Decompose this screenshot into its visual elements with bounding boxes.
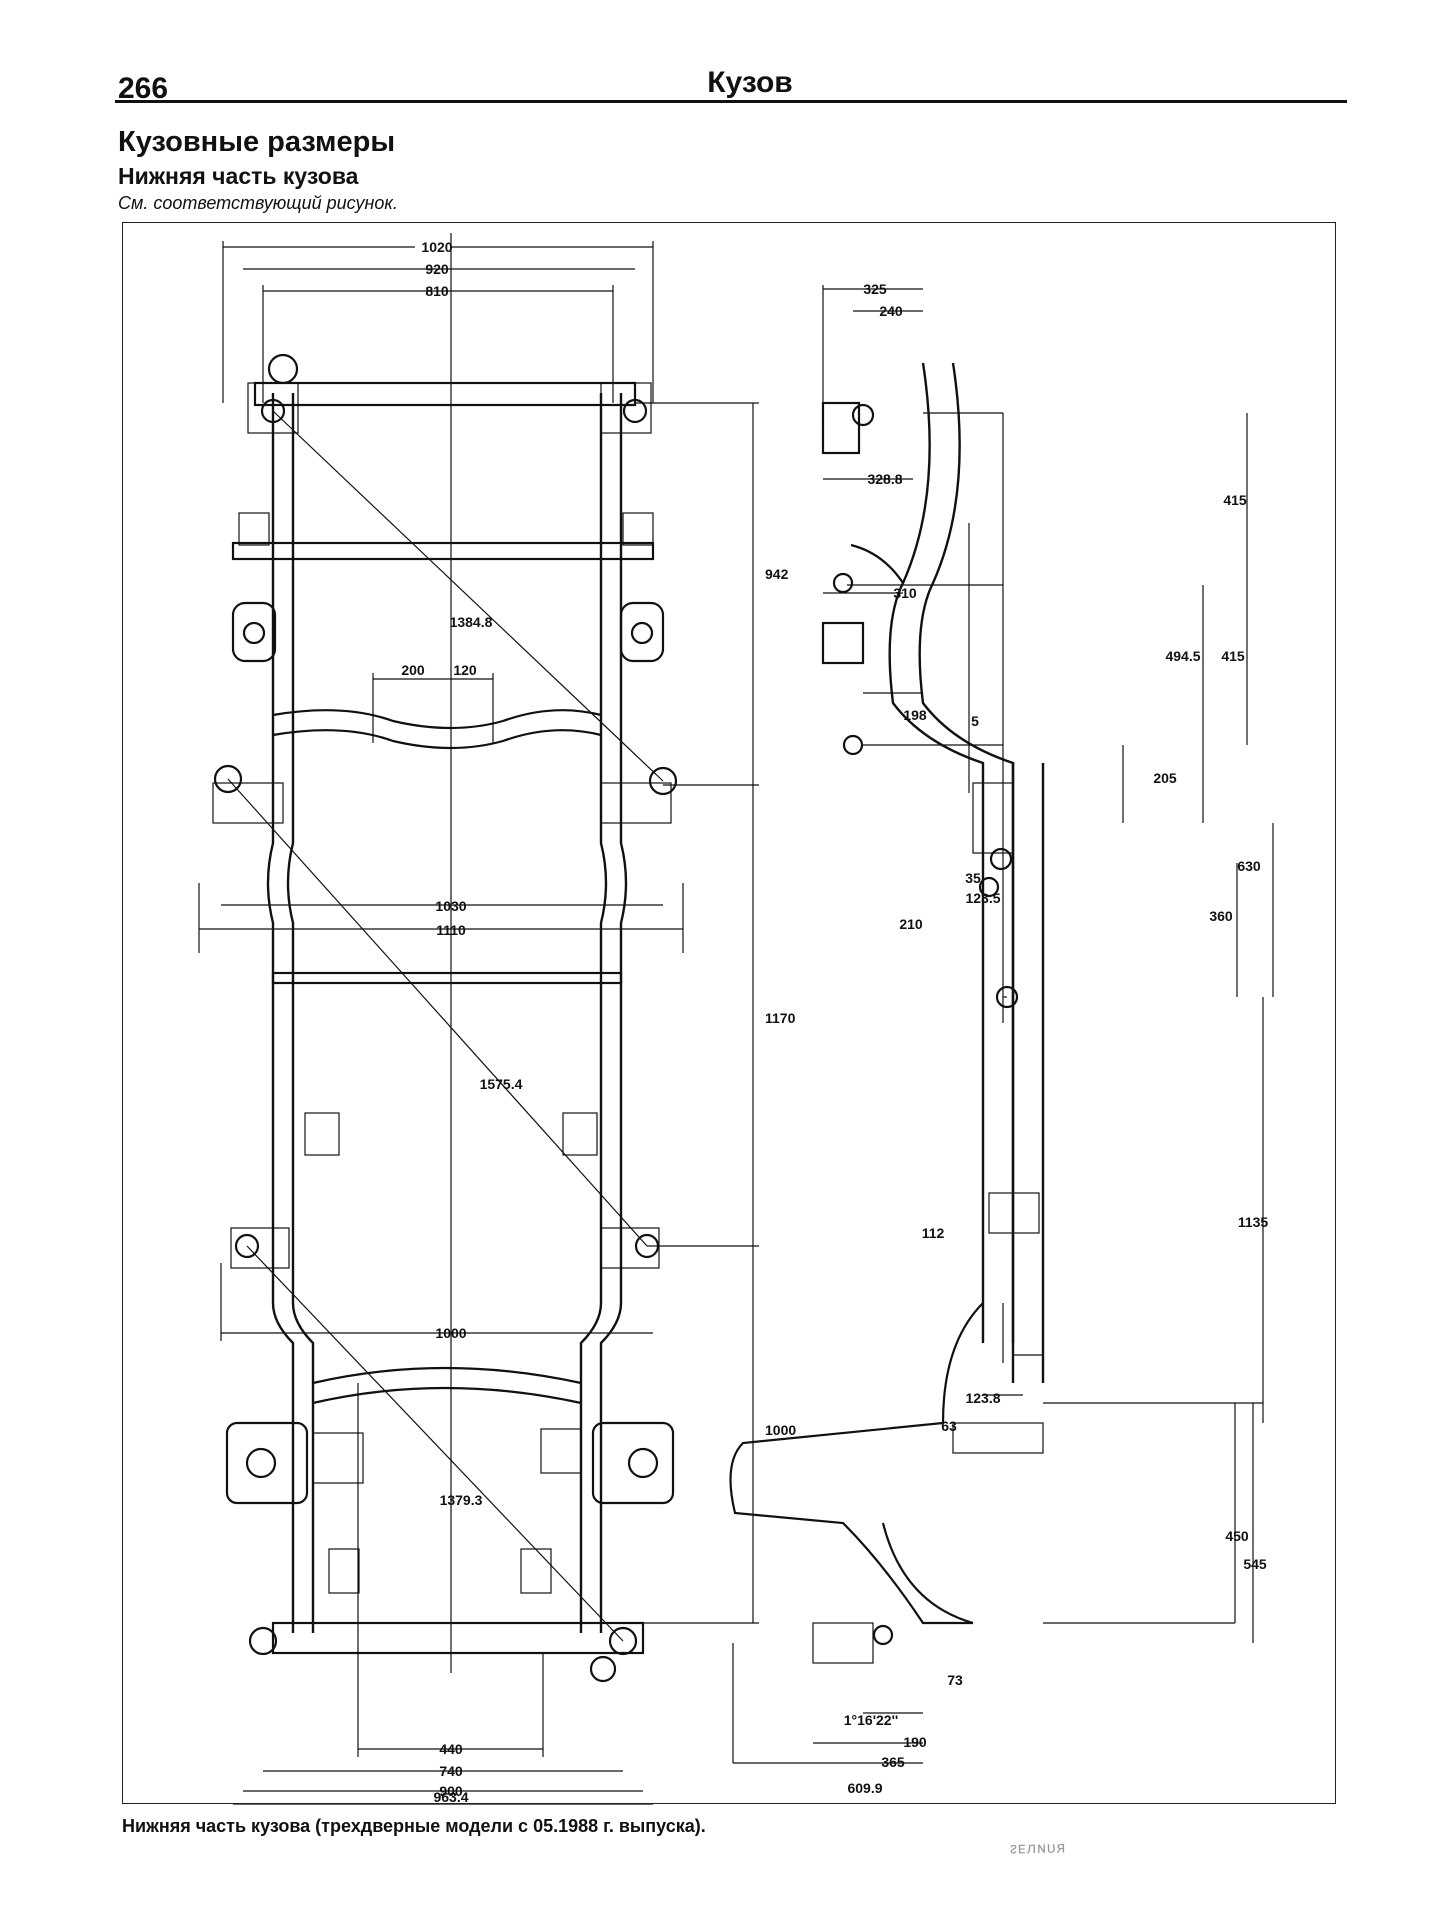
- dim-415-upper: 415: [1223, 492, 1247, 508]
- running-head: Кузов: [707, 66, 793, 99]
- underbody-drawing: 0000 1020 920 810 200 120 942 1384.8 103…: [122, 222, 1336, 1805]
- dim-1110: 1110: [436, 922, 466, 938]
- dim-900: 900: [439, 1783, 463, 1799]
- figure-reference-note: См. соответствующий рисунок.: [118, 193, 398, 213]
- dim-35: 35: [965, 870, 981, 886]
- dim-240: 240: [879, 303, 903, 319]
- dim-450: 450: [1225, 1528, 1249, 1544]
- dim-1000-width: 1000: [435, 1325, 466, 1341]
- dim-1030: 1030: [435, 898, 466, 914]
- subsection-title: Нижняя часть кузова: [118, 163, 359, 189]
- dim-205: 205: [1153, 770, 1177, 786]
- dim-740: 740: [439, 1763, 463, 1779]
- dim-1020: 1020: [421, 239, 452, 255]
- dim-1170: 1170: [765, 1010, 796, 1026]
- diag-1575-4: 1575.4: [480, 1076, 523, 1092]
- dim-325: 325: [863, 281, 887, 297]
- diag-1379-3: 1379.3: [440, 1492, 483, 1508]
- top-view-dimensions: [198, 241, 759, 1805]
- top-view-frame: [212, 233, 678, 1683]
- dim-942: 942: [765, 566, 789, 582]
- dim-365: 365: [881, 1754, 905, 1770]
- dim-630: 630: [1237, 858, 1261, 874]
- dim-1135: 1135: [1238, 1214, 1269, 1230]
- dim-328-8: 328.8: [867, 471, 902, 487]
- dim-200: 200: [401, 662, 425, 678]
- side-view-labels: 325 240 328.8 310 198 5 35 123.5 210 112…: [844, 281, 1269, 1796]
- dim-609-9: 609.9: [847, 1780, 882, 1796]
- side-view-vertical-dims: [1043, 413, 1274, 1643]
- dim-1000-height: 1000: [765, 1422, 796, 1438]
- dim-190: 190: [903, 1734, 927, 1750]
- section-title: Кузовные размеры: [118, 126, 396, 158]
- angle-1-16-22: 1°16'22'': [844, 1712, 899, 1728]
- side-view-dimensions: [732, 285, 1043, 1764]
- dim-63: 63: [941, 1418, 957, 1434]
- dim-120: 120: [453, 662, 477, 678]
- top-view-labels: 0000 1020 920 810 200 120 942 1384.8 103…: [401, 235, 796, 1805]
- dim-415-lower: 415: [1221, 648, 1245, 664]
- svg-text:0000: 0000: [417, 238, 448, 254]
- page-number: 266: [118, 72, 169, 105]
- dim-310: 310: [893, 585, 917, 601]
- header-rule: [115, 100, 1347, 103]
- dim-920: 920: [425, 261, 449, 277]
- underbody-drawing-svg: 0000 1020 920 810 200 120 942 1384.8 103…: [198, 233, 1274, 1805]
- dim-810: 810: [425, 283, 449, 299]
- diag-1384-8: 1384.8: [450, 614, 493, 630]
- dim-73: 73: [947, 1672, 963, 1688]
- dim-360: 360: [1209, 908, 1233, 924]
- dim-494-5: 494.5: [1165, 648, 1200, 664]
- dim-112: 112: [922, 1225, 945, 1241]
- dim-123-8: 123.8: [965, 1390, 1000, 1406]
- dim-5: 5: [971, 713, 979, 729]
- side-view-frame: [729, 362, 1045, 1664]
- figure-caption: Нижняя часть кузова (трехдверные модели …: [122, 1816, 706, 1836]
- library-stamp: ᴤᴇᴫɴᴜᴙ: [1009, 1839, 1067, 1858]
- dim-198: 198: [903, 707, 927, 723]
- dim-123-5: 123.5: [965, 890, 1000, 906]
- dim-210: 210: [899, 916, 923, 932]
- dim-963-4: 963.4: [433, 1789, 468, 1805]
- dim-440: 440: [439, 1741, 463, 1757]
- dim-545: 545: [1243, 1556, 1267, 1572]
